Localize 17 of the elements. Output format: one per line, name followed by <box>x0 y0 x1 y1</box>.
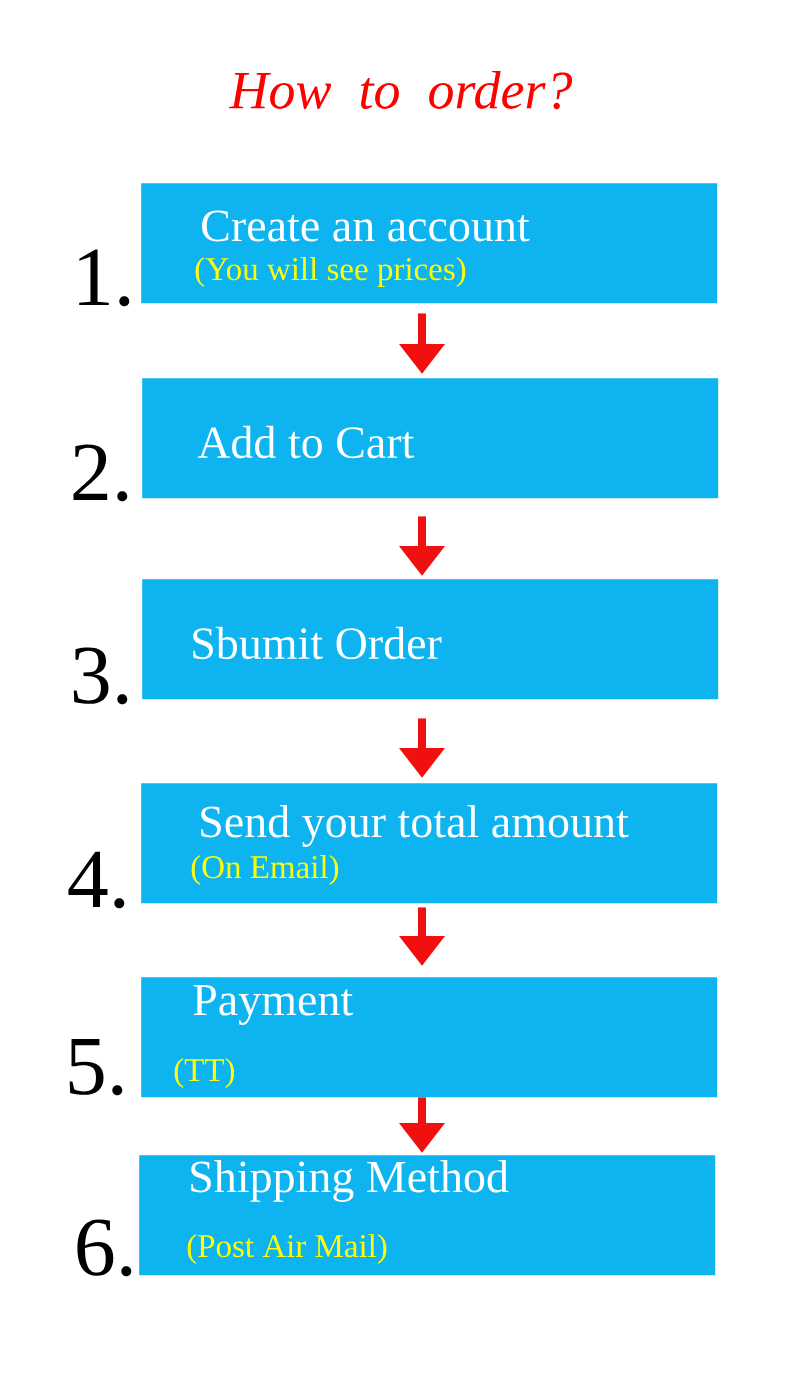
step-title: Sbumit Order <box>193 626 442 660</box>
step-title: Payment <box>193 985 353 1026</box>
step-number: 4. <box>68 851 125 909</box>
step-number: 6. <box>77 1219 132 1277</box>
step-number: 1. <box>79 249 130 307</box>
step-note: (TT) <box>174 1058 235 1088</box>
step-title: Shipping Method <box>191 1160 509 1202</box>
step-number: 2. <box>73 444 128 502</box>
title: How to order? <box>228 70 573 110</box>
step-note: (You will see prices) <box>195 257 466 287</box>
step-number: 5. <box>69 1039 123 1096</box>
step-number: 3. <box>73 647 128 705</box>
step-note: (On Email) <box>191 855 339 885</box>
step-title: Add to Cart <box>197 425 415 459</box>
step-note: (Post Air Mail) <box>187 1234 387 1264</box>
step-title: Create an account <box>202 210 530 242</box>
step-title: Send your total amount <box>201 805 629 847</box>
